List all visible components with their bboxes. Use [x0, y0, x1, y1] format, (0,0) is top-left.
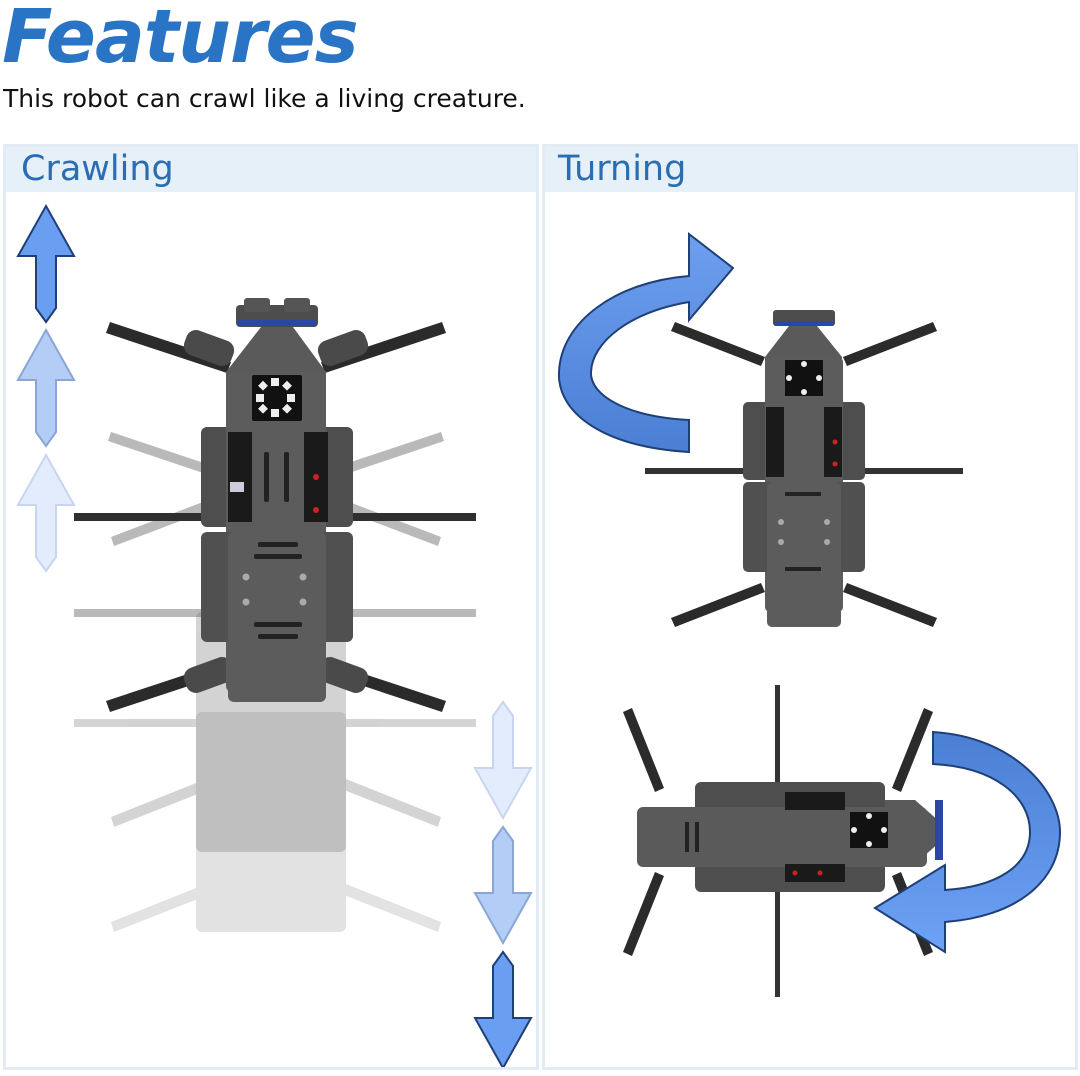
page-subtitle: This robot can crawl like a living creat… [3, 84, 526, 113]
crawling-illustration [6, 192, 536, 1067]
arrow-up-icon-medium [16, 327, 76, 448]
crawling-panel-header: Crawling [6, 147, 536, 192]
arrow-up-icon-faint [16, 452, 76, 573]
crawling-robot-image [16, 203, 533, 1067]
crawling-panel-title: Crawling [21, 149, 174, 189]
arrow-down-icon-faint [473, 700, 533, 821]
arrow-up-icon-strong [16, 203, 76, 324]
page-title: Features [2, 0, 359, 80]
rotate-cw-arrow-icon [873, 730, 1062, 954]
turning-panel-header: Turning [545, 147, 1075, 192]
rotate-ccw-arrow-icon [557, 231, 735, 454]
robot-body [74, 298, 476, 712]
turning-panel-title: Turning [558, 149, 687, 189]
crawling-panel: Crawling [3, 144, 539, 1070]
arrow-down-icon-strong [473, 950, 533, 1067]
turning-robot-images [557, 231, 1062, 997]
turning-panel: Turning [542, 144, 1078, 1070]
turning-illustration [545, 192, 1075, 1067]
robot-facing-right [623, 685, 943, 997]
robot-facing-up [645, 310, 963, 627]
arrow-down-icon-medium [473, 825, 533, 946]
